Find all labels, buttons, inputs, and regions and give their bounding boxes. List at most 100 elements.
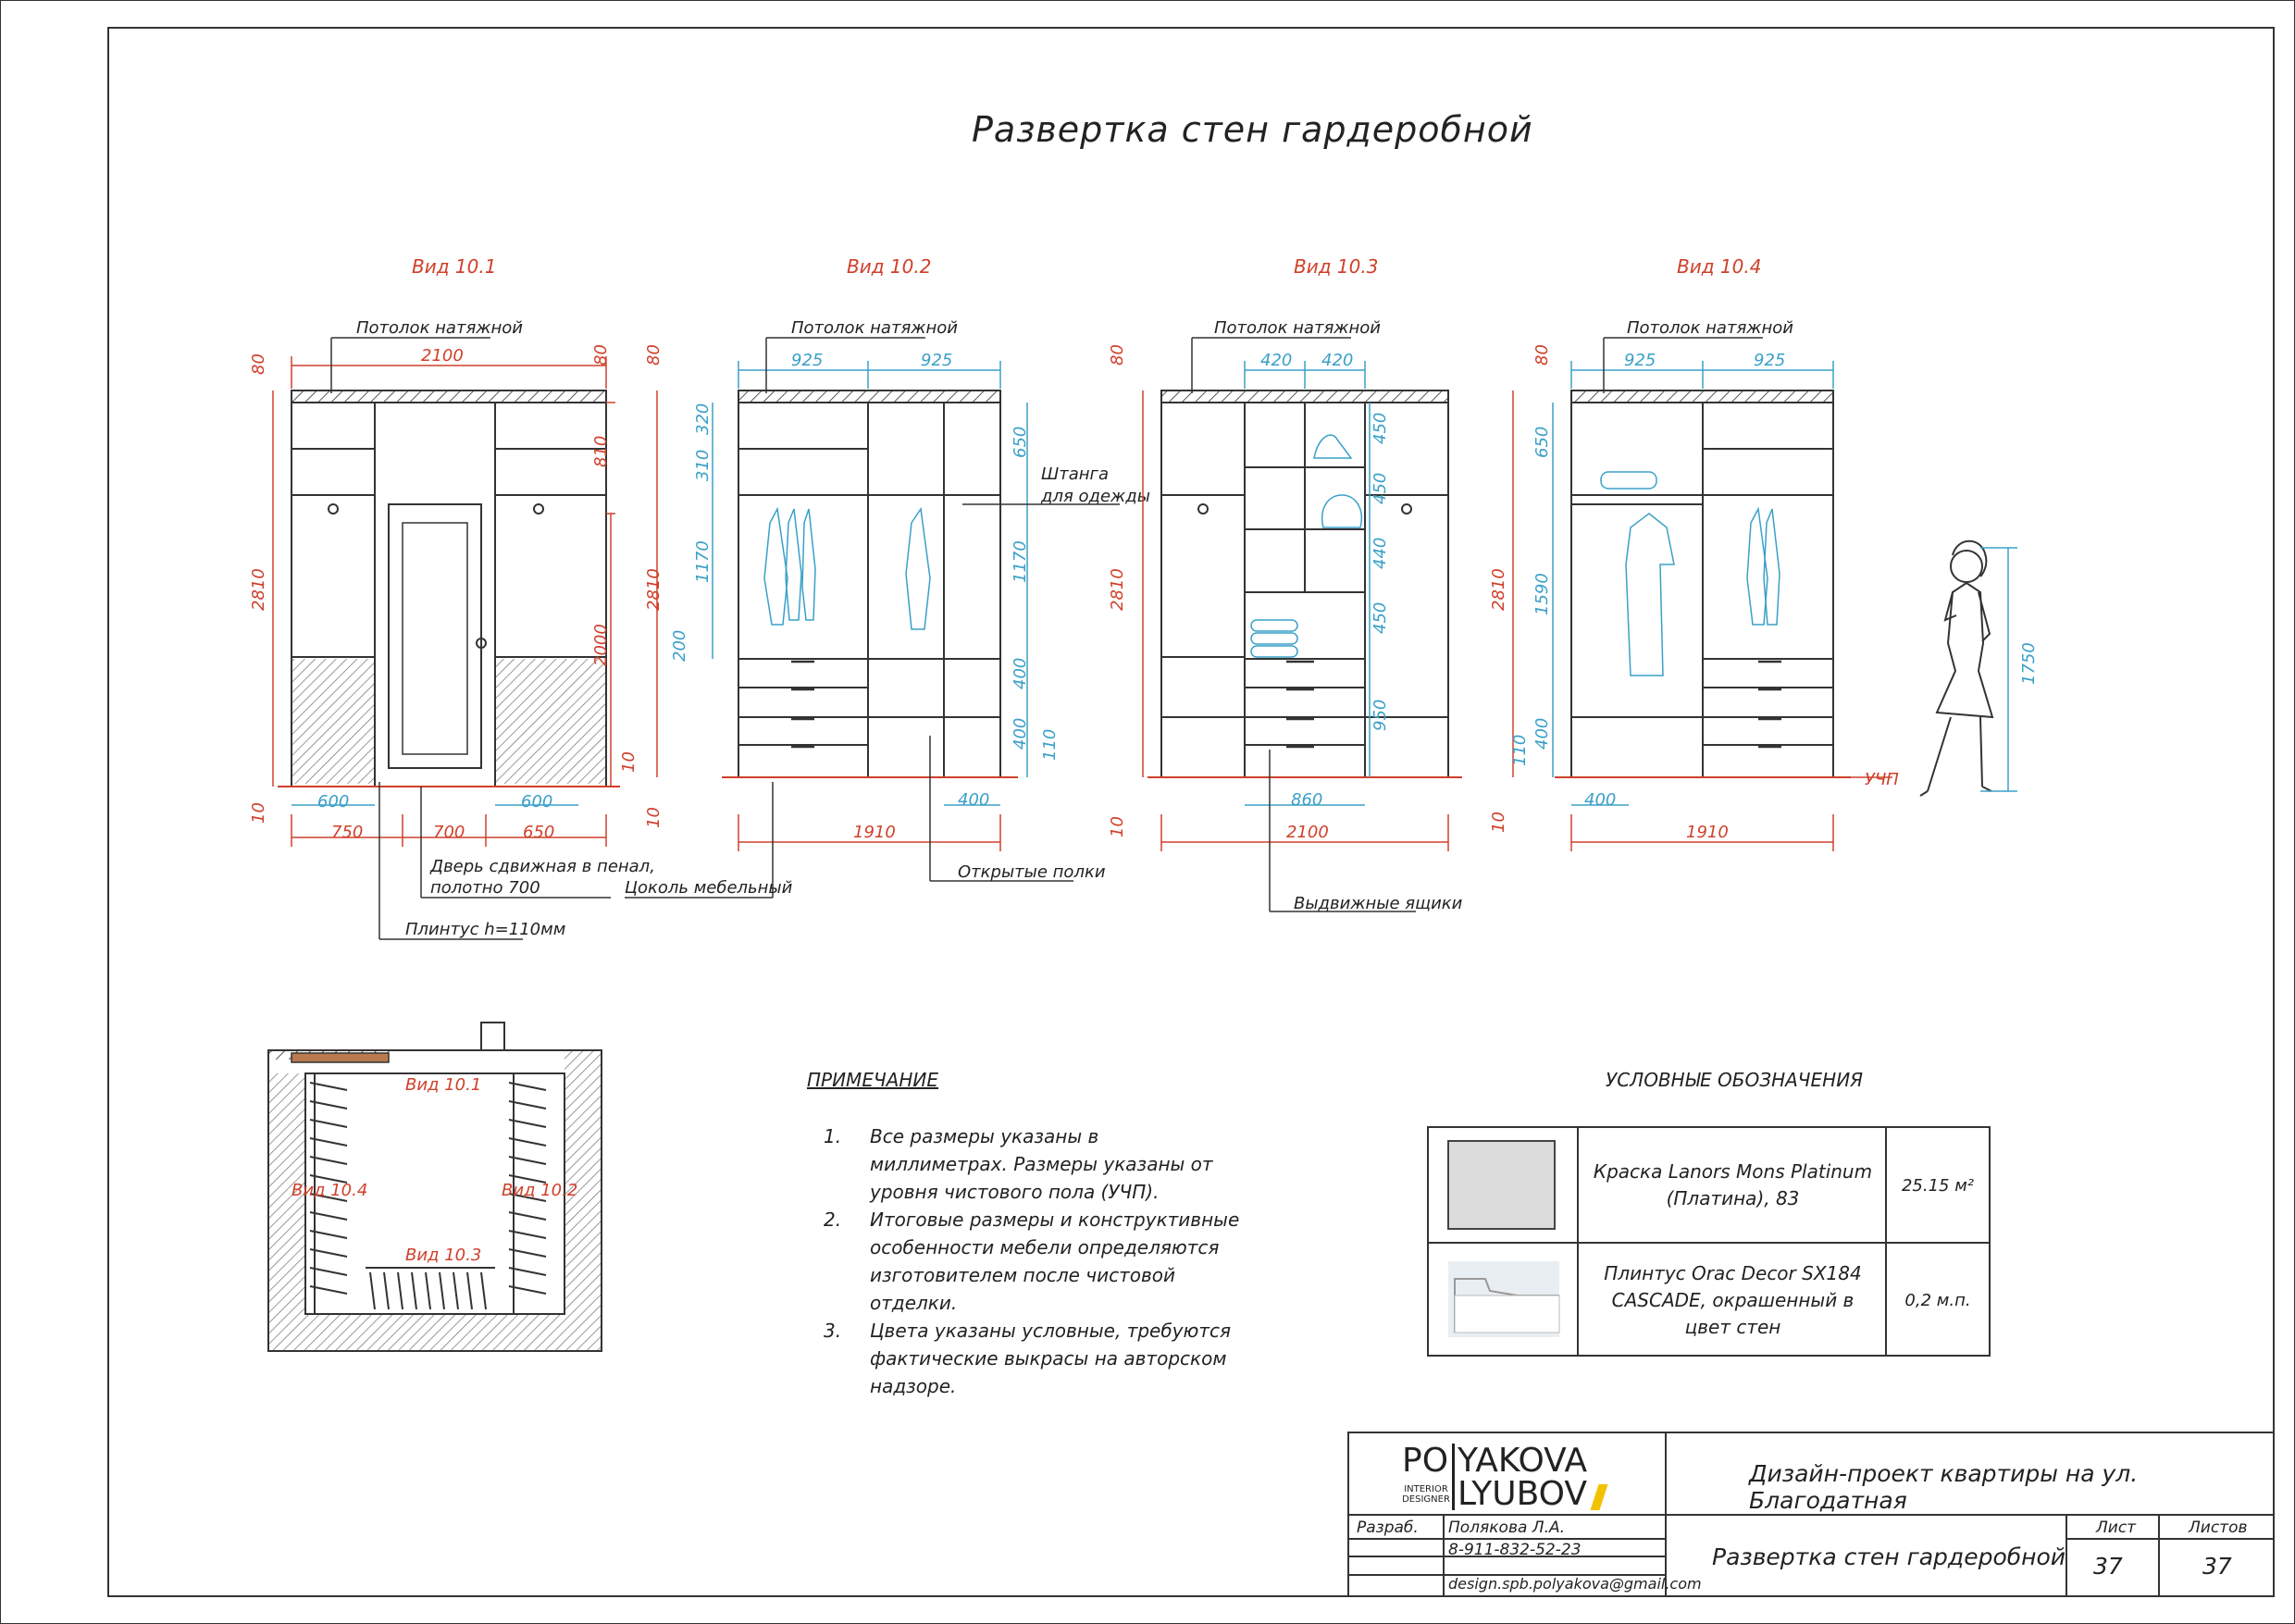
svg-text:Вид 10.1: Вид 10.1 <box>405 1075 481 1095</box>
svg-text:1910: 1910 <box>1686 823 1729 842</box>
svg-text:2810: 2810 <box>1489 568 1508 611</box>
svg-text:10: 10 <box>644 807 664 828</box>
legend-table <box>1427 1126 1991 1357</box>
svg-text:Цоколь мебельный: Цоколь мебельный <box>625 878 793 898</box>
svg-text:Выдвижные ящики: Выдвижные ящики <box>1294 894 1463 913</box>
svg-text:Вид 10.3: Вид 10.3 <box>1294 255 1378 278</box>
project-title: Дизайн-проект квартиры на ул. Благодатна… <box>1749 1460 2139 1514</box>
hatched-lower-right <box>496 659 605 784</box>
clothes-10-2 <box>763 506 931 630</box>
note-item: 2.Итоговые размеры и конструктивные особ… <box>824 1209 1240 1314</box>
note-item: 1.Все размеры указаны в миллиметрах. Раз… <box>824 1125 1213 1203</box>
view-10-3-dims: 80 2810 10 2100 <box>1108 344 1449 851</box>
svg-text:2810: 2810 <box>249 568 268 611</box>
inner-frame <box>107 27 2275 1597</box>
svg-text:750: 750 <box>331 823 363 842</box>
svg-text:2000: 2000 <box>591 624 611 666</box>
floor-plan <box>267 1022 602 1352</box>
sheet-label: Лист <box>2096 1519 2137 1537</box>
ceiling-slab <box>1570 390 1834 403</box>
svg-text:10: 10 <box>249 802 268 824</box>
view-10-4-dims: 80 2810 10 1910 УЧП <box>1489 344 1899 851</box>
svg-text:810: 810 <box>591 436 611 467</box>
plinth-swatch <box>1448 1261 1560 1337</box>
view-10-3: Вид 10.3 <box>1148 255 1462 778</box>
svg-text:860: 860 <box>1291 790 1322 810</box>
dev-name: Полякова Л.А. <box>1448 1519 1566 1537</box>
svg-text:Открытые полки: Открытые полки <box>958 862 1106 882</box>
svg-text:2100: 2100 <box>1286 823 1329 842</box>
svg-text:400: 400 <box>1584 790 1616 810</box>
svg-text:1170: 1170 <box>1011 540 1030 583</box>
svg-text:650: 650 <box>1532 427 1552 458</box>
svg-text:2810: 2810 <box>1108 568 1127 611</box>
svg-text:600: 600 <box>317 792 349 812</box>
svg-text:925: 925 <box>921 351 952 370</box>
view-10-3-blue-dims: 420 420 450 450 440 450 950 860 <box>1244 351 1390 810</box>
svg-text:400: 400 <box>958 790 989 810</box>
sliding-door <box>388 503 482 769</box>
svg-text:420: 420 <box>1321 351 1353 370</box>
paint-swatch <box>1447 1140 1556 1230</box>
svg-text:Штанга: Штанга <box>1041 465 1109 484</box>
svg-text:925: 925 <box>1624 351 1656 370</box>
svg-text:925: 925 <box>1754 351 1785 370</box>
woman-figure <box>1919 539 1994 797</box>
svg-text:200: 200 <box>670 630 689 662</box>
view-10-3-callouts: Потолок натяжной Выдвижные ящики <box>1191 318 1463 913</box>
svg-text:Плинтус h=110мм: Плинтус h=110мм <box>405 920 565 939</box>
svg-text:450: 450 <box>1371 413 1390 444</box>
svg-text:450: 450 <box>1371 602 1390 634</box>
dev-phone: 8-911-832-52-23 <box>1448 1541 1582 1559</box>
svg-text:Вид 10.4: Вид 10.4 <box>292 1181 367 1200</box>
svg-text:80: 80 <box>644 344 664 366</box>
svg-text:110: 110 <box>1510 735 1530 766</box>
note-item: 3.Цвета указаны условные, требуются факт… <box>824 1320 1232 1397</box>
svg-text:Вид 10.4: Вид 10.4 <box>1677 255 1761 278</box>
svg-text:310: 310 <box>693 450 713 481</box>
svg-text:Вид 10.3: Вид 10.3 <box>405 1246 481 1265</box>
ceiling-slab <box>1160 390 1449 403</box>
view-10-1: Вид 10.1 <box>278 255 620 787</box>
sheets-label: Листов <box>2189 1519 2248 1537</box>
svg-text:650: 650 <box>1011 427 1030 458</box>
svg-text:925: 925 <box>791 351 823 370</box>
view-10-1-blue-dims: 600 600 <box>292 792 578 812</box>
plan-labels: Вид 10.1 Вид 10.4 Вид 10.2 Вид 10.3 <box>292 1075 577 1265</box>
svg-text:320: 320 <box>693 403 713 435</box>
hatched-lower-left <box>292 659 374 784</box>
svg-text:10: 10 <box>1489 812 1508 833</box>
view-10-2: Вид 10.2 <box>722 255 1018 778</box>
view-10-2-blue-dims: 925 925 320 310 1170 200 650 1170 400 40… <box>670 351 1060 810</box>
company-logo: PO INTERIOR DESIGNER YAKOVA LYUBOV <box>1402 1444 1615 1518</box>
svg-text:400: 400 <box>1011 718 1030 750</box>
sheet-title: Развертка стен гардеробной <box>972 109 1533 150</box>
svg-text:1590: 1590 <box>1532 573 1552 615</box>
svg-text:950: 950 <box>1371 700 1390 731</box>
legend-plinth-qty: 0,2 м.п. <box>1904 1290 1971 1310</box>
title-block <box>1347 1432 2275 1597</box>
svg-text:для одежды: для одежды <box>1040 487 1150 506</box>
view-10-1-callouts: Потолок натяжной Дверь сдвижная в пенал,… <box>330 318 655 940</box>
svg-text:600: 600 <box>521 792 552 812</box>
svg-text:1750: 1750 <box>2019 642 2039 685</box>
svg-text:10: 10 <box>619 751 639 773</box>
svg-text:10: 10 <box>1108 816 1127 837</box>
svg-text:80: 80 <box>591 344 611 366</box>
notes-heading: ПРИМЕЧАНИЕ <box>807 1069 938 1091</box>
svg-text:2810: 2810 <box>644 568 664 611</box>
view-10-1-dims: 2100 2810 80 10 80 810 2000 10 750 700 6… <box>249 344 639 847</box>
sheets-total: 37 <box>2202 1553 2232 1580</box>
legend-paint-qty: 25.15 м² <box>1901 1175 1975 1196</box>
svg-text:полотно 700: полотно 700 <box>430 878 540 898</box>
ceiling-slab <box>291 390 607 403</box>
dev-label: Разраб. <box>1357 1519 1419 1537</box>
sheet-name: Развертка стен гардеробной <box>1712 1543 2066 1570</box>
svg-text:80: 80 <box>249 353 268 375</box>
svg-text:Вид 10.2: Вид 10.2 <box>502 1181 577 1200</box>
svg-text:400: 400 <box>1532 718 1552 750</box>
view-10-4: Вид 10.4 <box>1555 255 1851 778</box>
dev-email: design.spb.polyakova@gmail.com <box>1448 1575 1702 1593</box>
svg-text:650: 650 <box>523 823 554 842</box>
